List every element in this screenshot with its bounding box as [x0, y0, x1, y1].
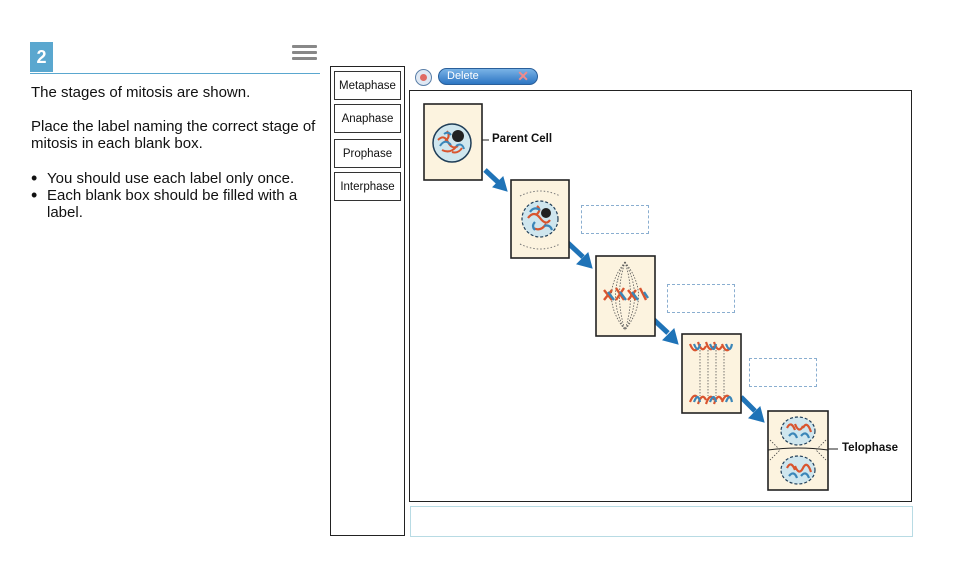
- delete-button-label: Delete: [447, 70, 479, 82]
- label-tile-anaphase[interactable]: Anaphase: [334, 104, 401, 133]
- prophase-cell-image: [510, 179, 570, 259]
- stage-arrow-3: [651, 317, 679, 345]
- hamburger-menu-icon[interactable]: [292, 45, 317, 61]
- drop-box-1[interactable]: [581, 205, 649, 234]
- parent-cell-image: [423, 103, 483, 181]
- label-tile-prophase[interactable]: Prophase: [334, 139, 401, 168]
- question-number: 2: [30, 42, 53, 72]
- label-tile-interphase[interactable]: Interphase: [334, 172, 401, 201]
- drop-box-3[interactable]: [749, 358, 817, 387]
- metaphase-cell-image: [595, 255, 656, 337]
- telophase-label: Telophase: [842, 442, 899, 454]
- stage-arrow-2: [566, 241, 593, 269]
- diagram-canvas: [409, 90, 912, 502]
- instruction-item: You should use each label only once.: [31, 170, 323, 187]
- drop-box-2[interactable]: [667, 284, 735, 313]
- label-tray: Metaphase Anaphase Prophase Interphase: [330, 66, 405, 536]
- answer-field[interactable]: [410, 506, 913, 537]
- close-icon: ✕: [517, 68, 529, 84]
- prompt-intro: The stages of mitosis are shown.: [31, 84, 251, 101]
- anaphase-cell-image: [681, 333, 742, 414]
- record-icon[interactable]: [415, 69, 432, 86]
- telophase-cell-image: [767, 410, 829, 491]
- parent-cell-label: Parent Cell: [492, 133, 553, 145]
- prompt-instruction: Place the label naming the correct stage…: [31, 118, 316, 152]
- stage-arrow-1: [483, 168, 508, 192]
- label-tile-metaphase[interactable]: Metaphase: [334, 71, 401, 100]
- stage-arrow-4: [739, 395, 765, 423]
- header-divider: [30, 73, 320, 74]
- delete-button[interactable]: Delete ✕: [438, 68, 538, 85]
- instruction-list: You should use each label only once. Eac…: [31, 170, 323, 221]
- instruction-item: Each blank box should be filled with a l…: [31, 187, 323, 221]
